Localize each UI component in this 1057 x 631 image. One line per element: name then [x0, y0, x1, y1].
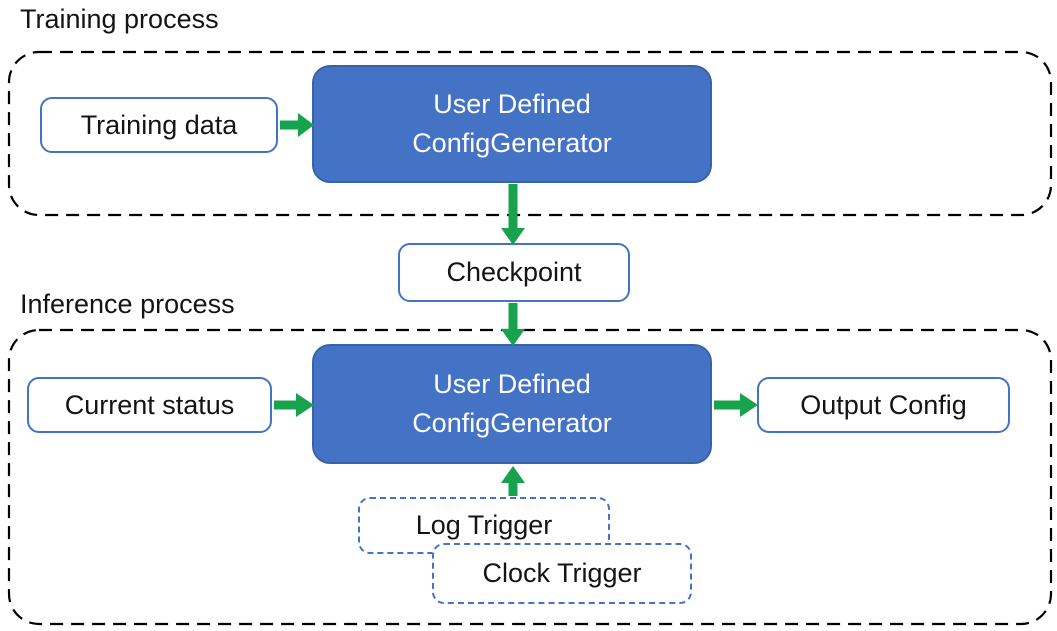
arrow-generator-to-output-config [714, 393, 758, 417]
output-config-box: Output Config [757, 377, 1010, 433]
inference-process-label: Inference process [20, 289, 235, 319]
inference-config-generator-line2: ConfigGenerator [412, 408, 612, 438]
training-process-label: Training process [20, 4, 219, 34]
training-config-generator-line2: ConfigGenerator [412, 128, 612, 158]
arrow-current-status-to-generator [274, 393, 314, 417]
training-config-generator-box: User Defined ConfigGenerator [312, 65, 712, 183]
checkpoint-box: Checkpoint [398, 243, 630, 302]
inference-config-generator-box: User Defined ConfigGenerator [312, 344, 712, 464]
inference-config-generator-line1: User Defined [433, 368, 591, 399]
arrow-triggers-to-generator [501, 466, 525, 496]
arrow-training-data-to-generator [280, 113, 314, 137]
arrow-checkpoint-to-generator [501, 303, 525, 346]
training-data-box: Training data [40, 97, 278, 153]
training-config-generator-line1: User Defined [433, 88, 591, 119]
arrow-generator-to-checkpoint [501, 184, 525, 245]
current-status-box: Current status [27, 377, 272, 433]
clock-trigger-box: Clock Trigger [432, 543, 692, 604]
